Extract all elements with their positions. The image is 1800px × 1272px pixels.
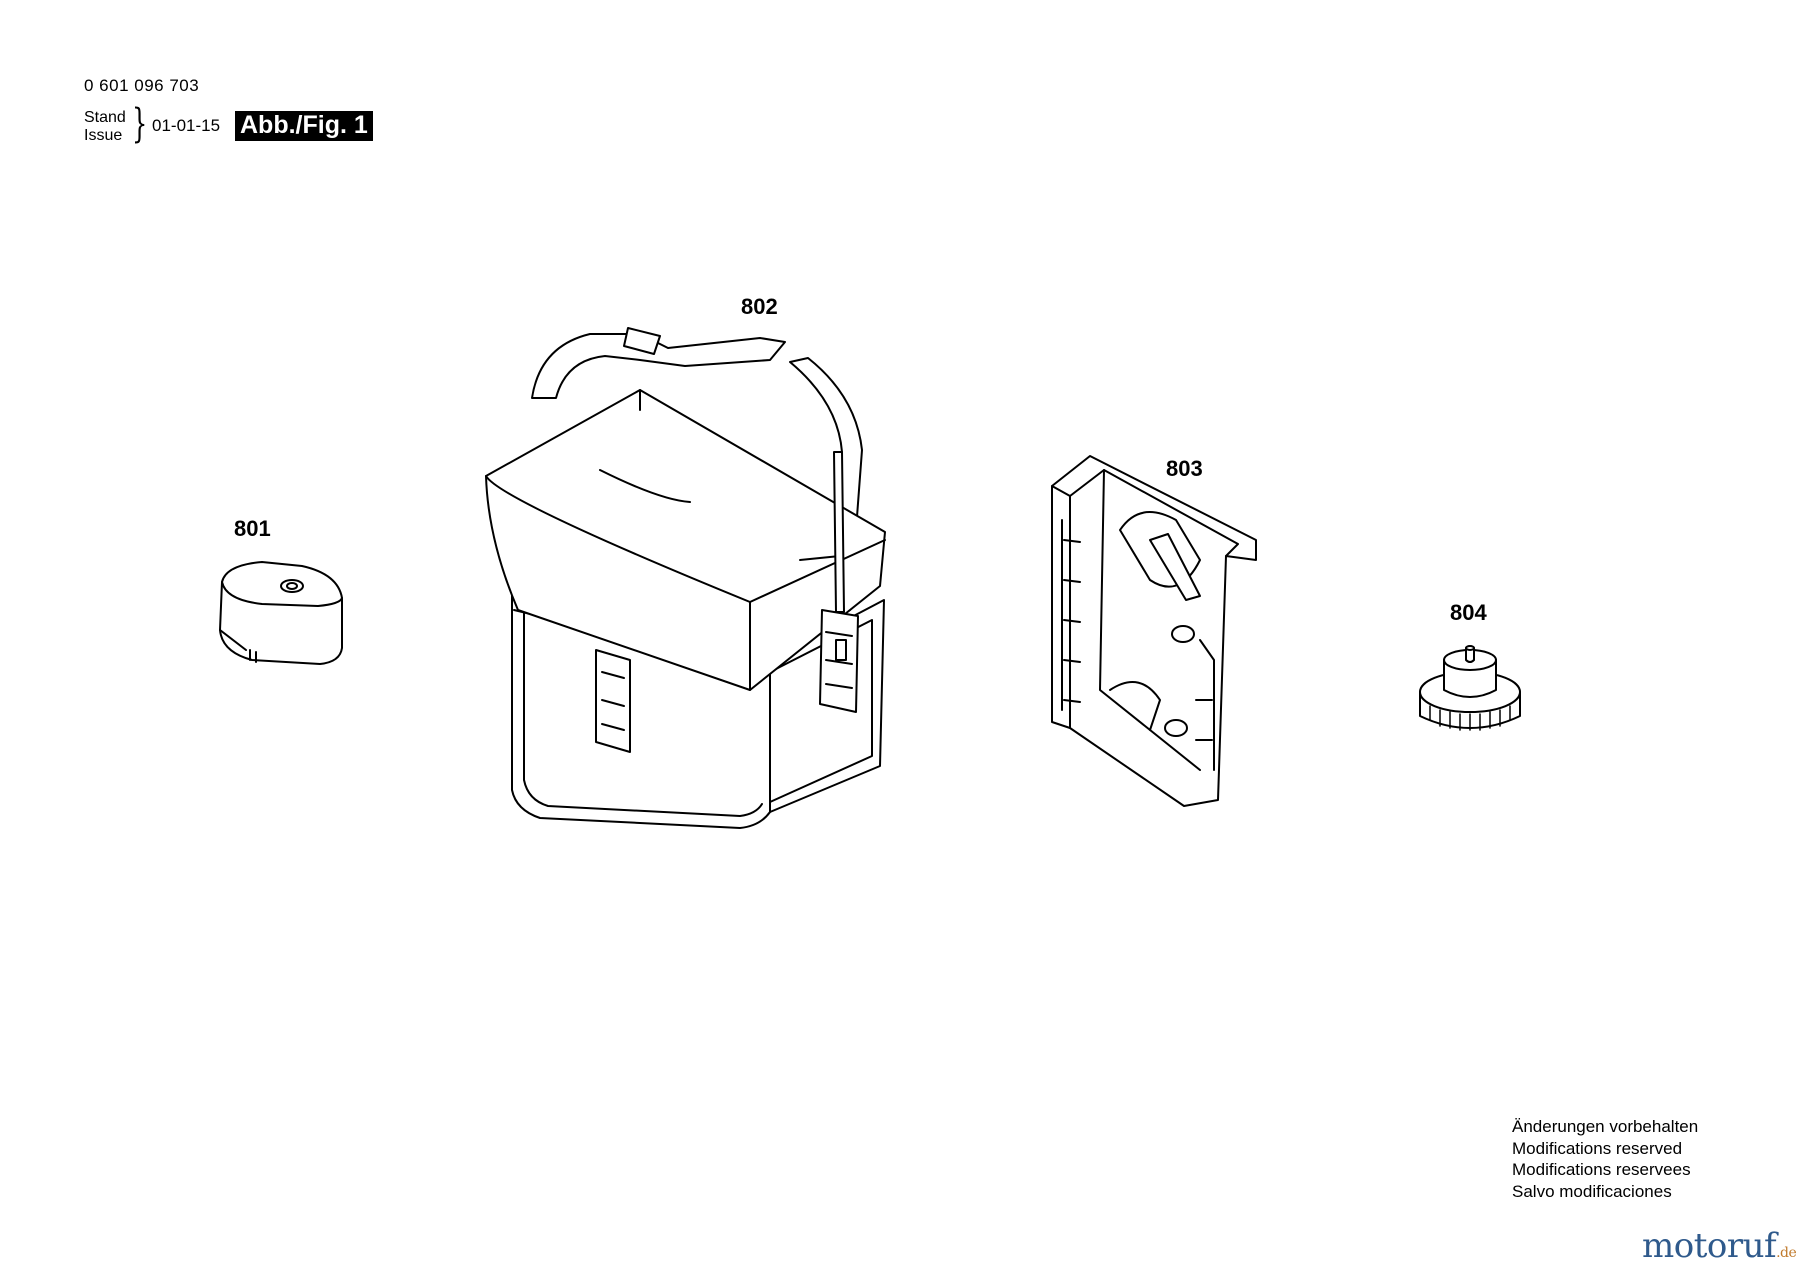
issue-date: 01-01-15: [152, 116, 221, 135]
stand-issue-label: Stand Issue: [84, 109, 126, 145]
callout-802: 802: [741, 294, 778, 319]
wall-bracket-icon[interactable]: [1052, 456, 1256, 806]
watermark-logo: motoruf.de: [1642, 1226, 1797, 1266]
stand-label: Stand: [84, 109, 126, 126]
battery-cap-icon[interactable]: [220, 562, 342, 664]
figure-badge: Abb./Fig. 1: [235, 111, 373, 141]
issue-label: Issue: [84, 127, 123, 144]
watermark-main: motoruf: [1642, 1226, 1777, 1266]
callout-801: 801: [234, 516, 271, 541]
knurled-adapter-icon[interactable]: [1420, 646, 1520, 730]
brace-glyph: }: [132, 101, 148, 147]
note-de: Änderungen vorbehalten: [1512, 1117, 1699, 1136]
watermark-suffix: .de: [1776, 1245, 1797, 1261]
note-fr: Modifications reservees: [1512, 1160, 1691, 1179]
note-en: Modifications reserved: [1512, 1138, 1683, 1158]
note-es: Salvo modificaciones: [1512, 1181, 1672, 1201]
modification-notes: Änderungen vorbehalten Modifications res…: [1512, 1116, 1698, 1202]
callout-803: 803: [1166, 456, 1203, 481]
carrying-bag-icon[interactable]: [486, 328, 885, 828]
part-number: 0 601 096 703: [84, 76, 200, 95]
callout-804: 804: [1450, 600, 1487, 625]
